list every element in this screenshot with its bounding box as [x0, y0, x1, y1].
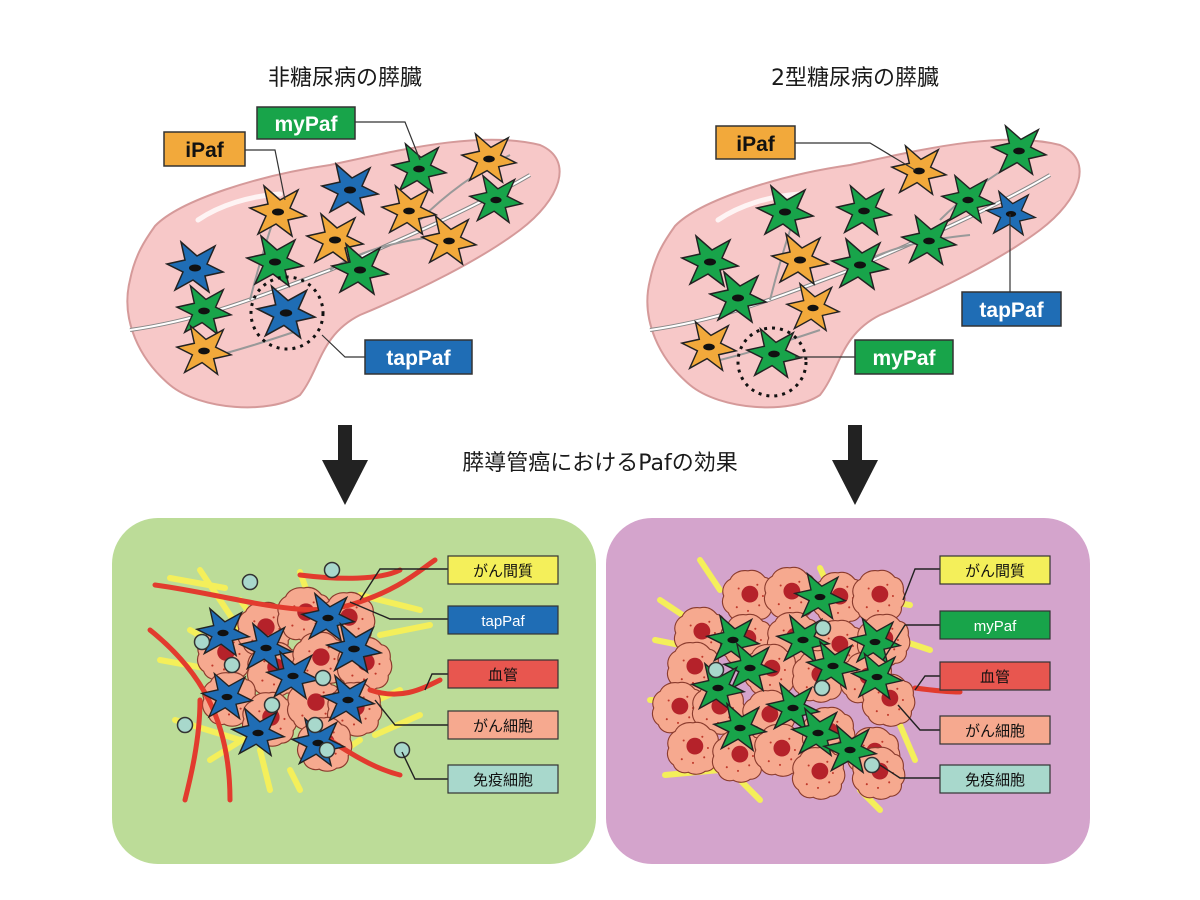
legend-cancer-cell: がん細胞 [965, 722, 1025, 740]
arrow-left [322, 425, 368, 505]
legend-stroma: がん間質 [965, 562, 1025, 580]
svg-text:tapPaf: tapPaf [979, 299, 1044, 322]
legend-right: がん間質 myPaf 血管 がん細胞 免疫細胞 [939, 555, 1051, 794]
tag-ipaf-left: iPaf [163, 131, 246, 167]
arrow-right [832, 425, 878, 505]
svg-text:iPaf: iPaf [736, 133, 776, 156]
svg-text:iPaf: iPaf [185, 139, 225, 162]
pancreas-right [646, 125, 1081, 409]
legend-tappaf: tapPaf [481, 613, 525, 630]
legend-vessel: 血管 [980, 668, 1010, 686]
legend-immune-cell: 免疫細胞 [965, 771, 1025, 789]
pancreas-left [126, 121, 561, 409]
svg-text:myPaf: myPaf [274, 113, 338, 136]
title-center: 膵導管癌におけるPafの効果 [462, 451, 738, 476]
legend-stroma: がん間質 [473, 562, 533, 580]
tag-ipaf-right: iPaf [715, 125, 796, 160]
tag-mypaf-left: myPaf [256, 106, 356, 140]
tag-tappaf-left: tapPaf [364, 339, 473, 375]
svg-text:myPaf: myPaf [872, 347, 936, 370]
legend-cancer-cell: がん細胞 [473, 717, 533, 735]
tag-mypaf-right: myPaf [854, 339, 954, 375]
legend-mypaf: myPaf [974, 618, 1017, 635]
title-left: 非糖尿病の膵臓 [268, 66, 422, 91]
legend-vessel: 血管 [488, 666, 518, 684]
highlight-circle [736, 326, 808, 398]
legend-left: がん間質 tapPaf 血管 がん細胞 免疫細胞 [447, 555, 559, 794]
legend-immune-cell: 免疫細胞 [473, 771, 533, 789]
highlight-circle [249, 275, 325, 351]
title-right: 2型糖尿病の膵臓 [771, 66, 939, 91]
tag-tappaf-right: tapPaf [961, 291, 1062, 327]
svg-text:tapPaf: tapPaf [386, 347, 451, 370]
